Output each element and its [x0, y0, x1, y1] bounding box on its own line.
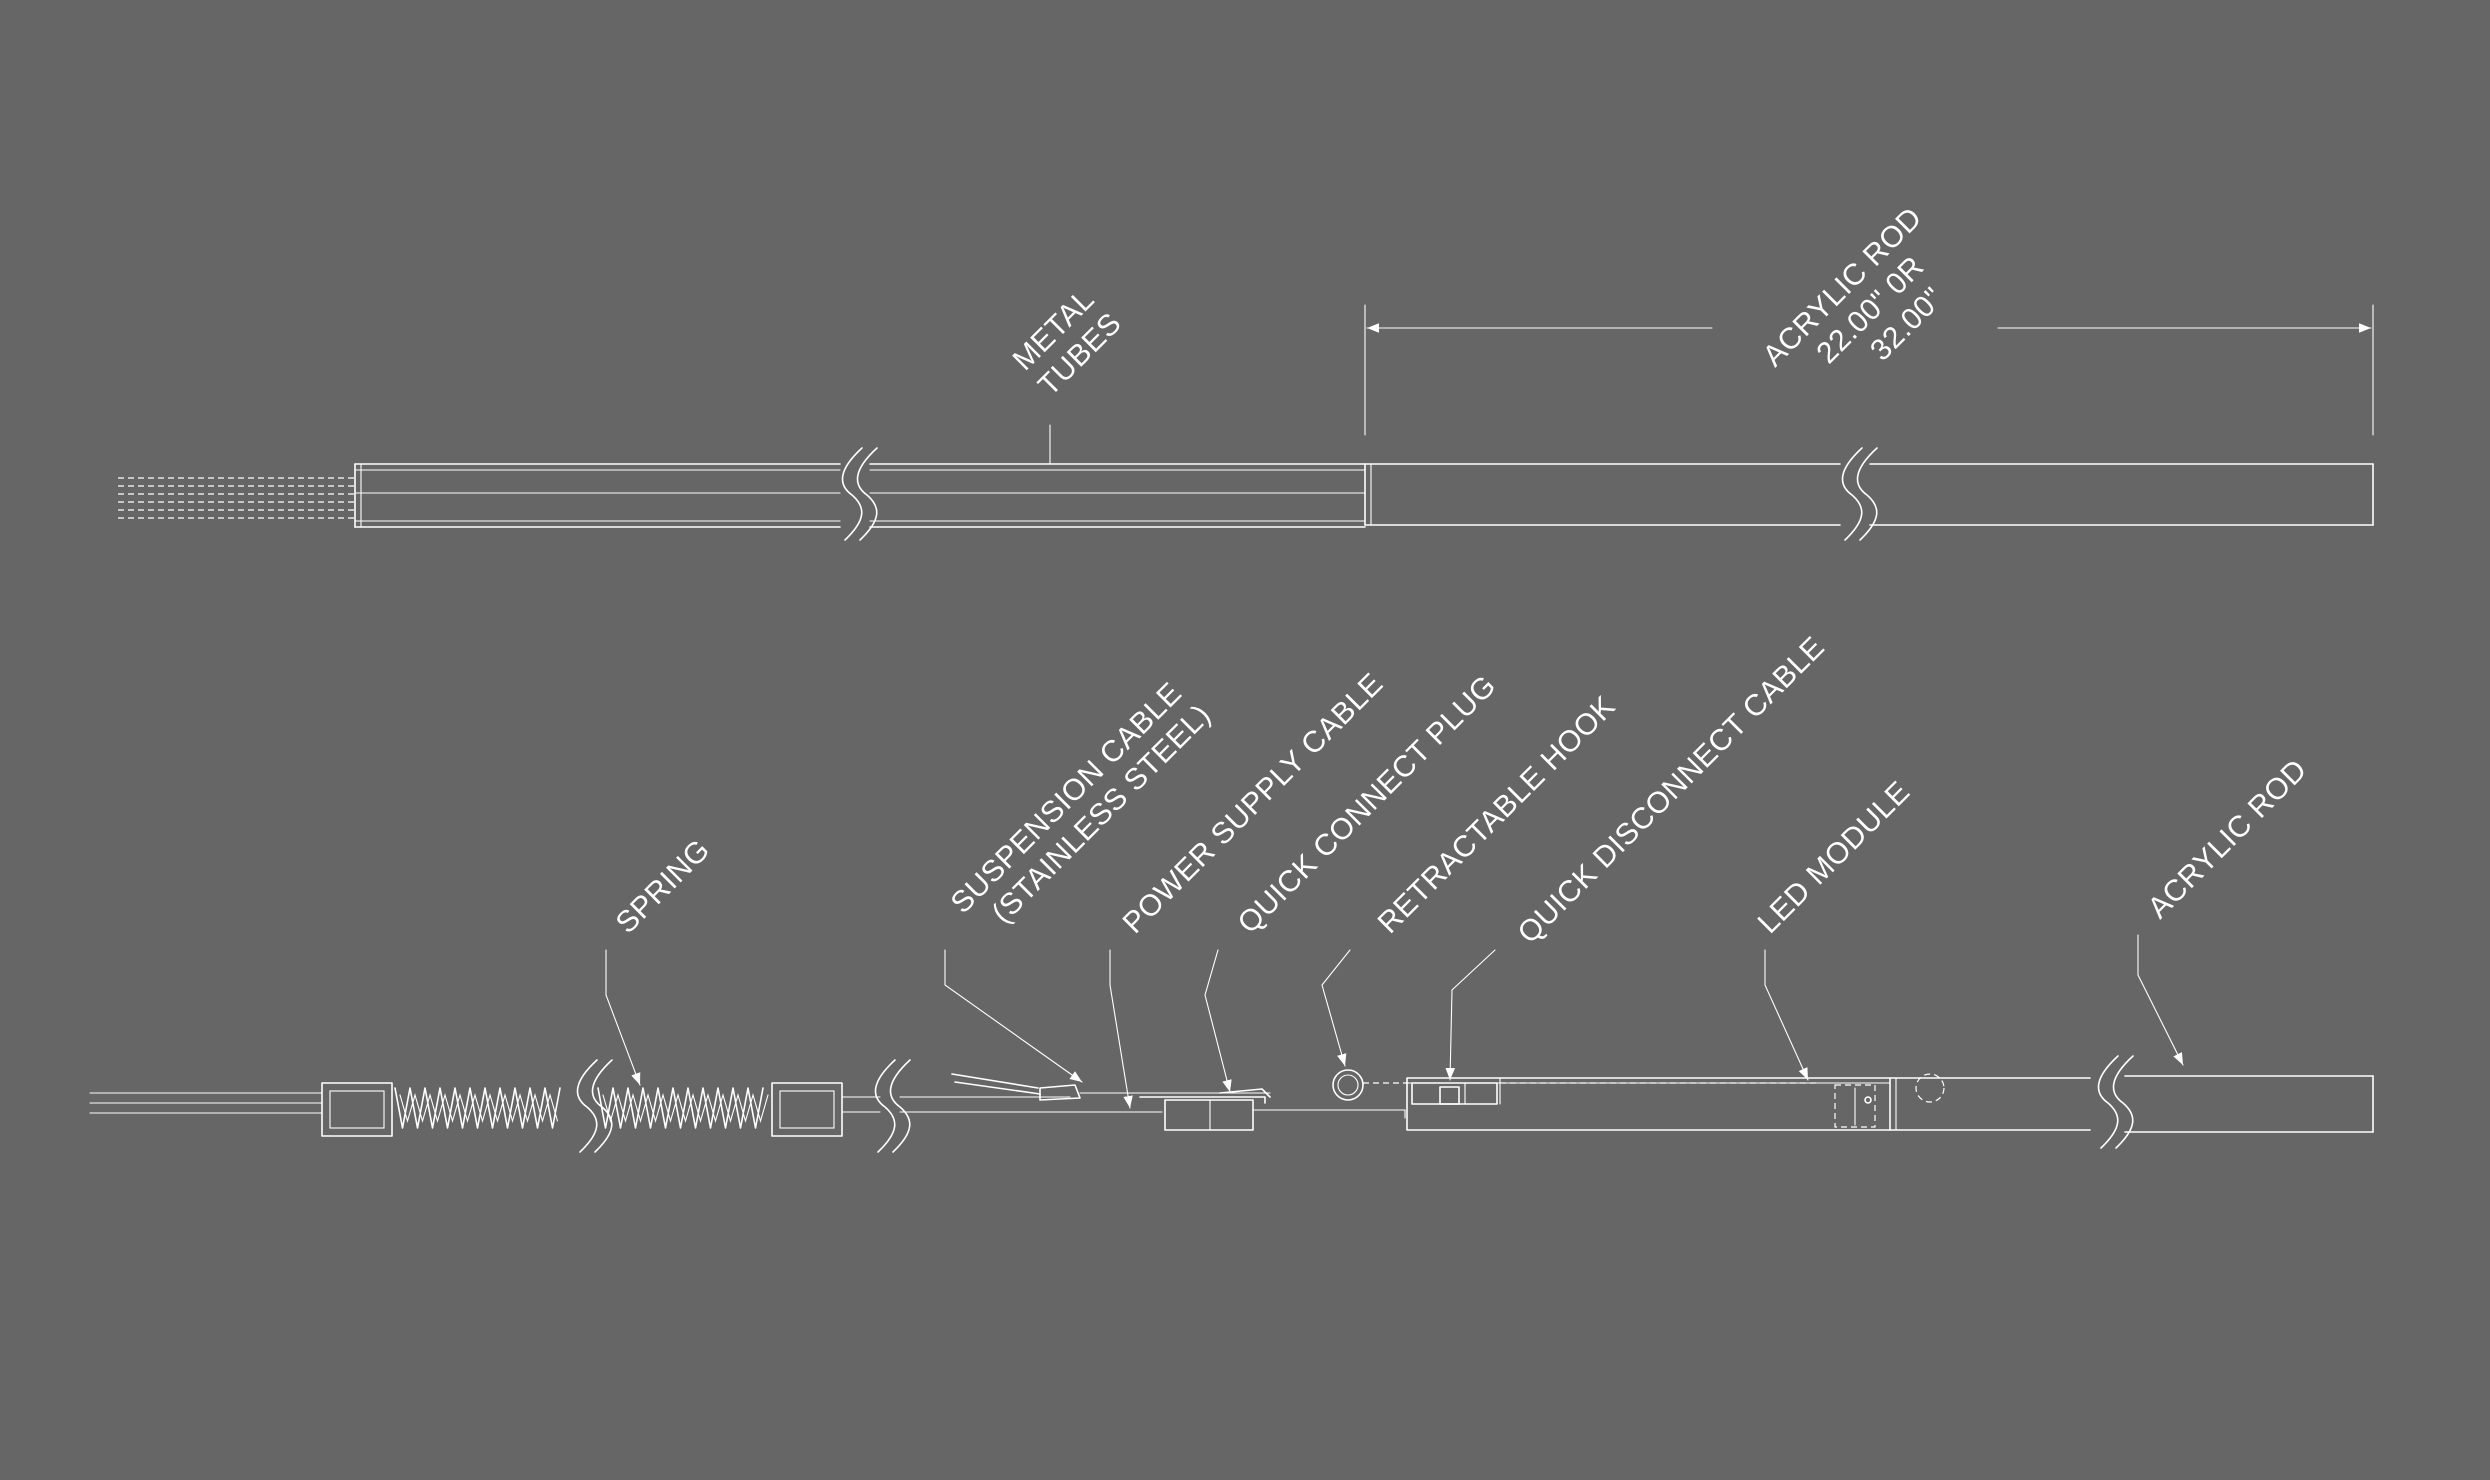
bottom-view: SPRING SUSPENSION CABLE (STAINLESS STEEL… — [89, 630, 2374, 1153]
spring-break-symbol — [576, 1059, 613, 1153]
retractable-hook — [1332, 1069, 1410, 1101]
bottom-acrylic-rod — [1889, 1075, 2374, 1133]
metal-tube-body — [354, 463, 1366, 528]
input-cables — [89, 1092, 323, 1114]
led-emitter — [1834, 1073, 1945, 1128]
top-view: METAL TUBES ACRYLIC ROD 22.00" 0R 32.00" — [118, 195, 2374, 541]
spring-ferrule-right — [771, 1082, 843, 1137]
tube-break-symbol — [841, 447, 878, 541]
spring-label: SPRING — [610, 833, 717, 940]
quick-connect-plug — [1139, 1088, 1406, 1131]
led-module-label: LED MODULE — [1752, 775, 1917, 940]
rod-length-dimension — [1364, 304, 2374, 436]
acrylic-rod-dimension-label: ACRYLIC ROD 22.00" 0R 32.00" — [1757, 195, 1986, 424]
suspension-cable-label: SUSPENSION CABLE (STAINLESS STEEL) — [945, 670, 1220, 945]
acrylic-rod-label: ACRYLIC ROD — [2142, 753, 2314, 925]
retractable-hook-label: RETRACTABLE HOOK — [1372, 690, 1622, 940]
top-acrylic-rod — [1364, 463, 2374, 526]
metal-tubes-label: METAL TUBES — [1007, 277, 1132, 402]
led-module-housing — [1406, 1077, 1891, 1131]
spring-ferrule-left — [321, 1082, 393, 1137]
spring — [394, 1087, 769, 1129]
suspension-cable-run — [841, 1059, 1163, 1153]
leader-lines — [605, 934, 2184, 1109]
top-wire-ends — [118, 477, 355, 519]
acrylic-rod-break-symbol — [2097, 1055, 2134, 1149]
suspension-cable-clamp — [951, 1073, 1271, 1101]
rod-break-symbol — [1841, 447, 1878, 541]
